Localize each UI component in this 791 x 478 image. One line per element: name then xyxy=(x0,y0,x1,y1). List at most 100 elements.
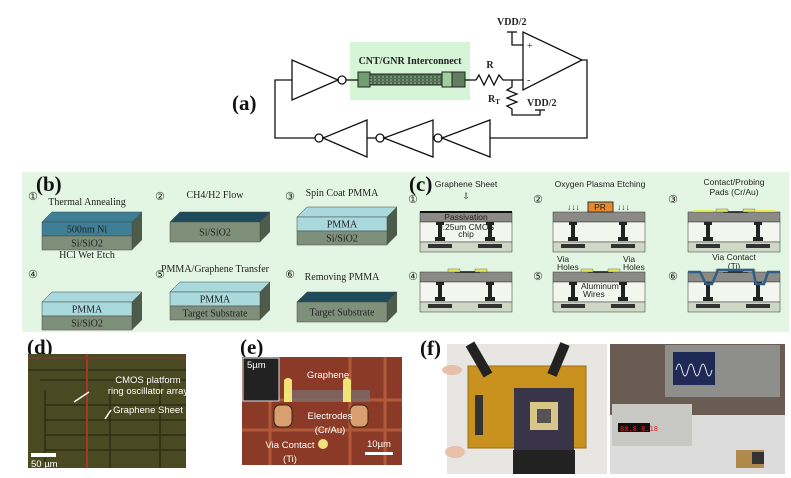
contact-pad xyxy=(447,268,461,273)
aluminum-wire xyxy=(618,282,628,301)
process-band xyxy=(22,172,789,332)
step-title: Thermal Annealing xyxy=(48,197,125,208)
process-step-1: ① Thermal Annealing 500nm Ni Si/SiO2 xyxy=(28,190,143,251)
aluminum-wire xyxy=(568,222,578,241)
substrate-layer xyxy=(419,241,513,253)
step-title-line2: (Ti) xyxy=(728,261,741,271)
sem-inset xyxy=(242,357,280,402)
slab-side xyxy=(132,292,142,330)
metal-contact xyxy=(428,304,452,308)
layer-si-sio2 xyxy=(41,235,133,251)
slab-top xyxy=(296,206,398,218)
layer-label: PMMA xyxy=(72,305,103,316)
cross-section-step-4: ④ xyxy=(408,268,513,313)
step-number: ④ xyxy=(28,268,38,281)
interconnect-highlight xyxy=(350,42,470,100)
step-title: Oxygen Plasma Etching xyxy=(555,179,646,189)
step-number: ② xyxy=(155,190,165,203)
via-contact-left xyxy=(273,404,293,428)
layer-label: Target Substrate xyxy=(310,308,375,319)
step-number: ⑥ xyxy=(668,270,678,283)
metal-contact xyxy=(696,244,720,248)
metal-contact xyxy=(428,244,452,248)
probing-pad xyxy=(755,210,775,212)
aluminum-wire xyxy=(618,222,628,241)
inverter-1 xyxy=(440,119,491,158)
oxide-layer xyxy=(552,221,646,243)
opamp xyxy=(522,30,584,92)
panel-f-label: (f) xyxy=(420,336,441,360)
aluminum-wire xyxy=(568,282,578,301)
substrate-layer xyxy=(552,301,646,313)
ti-via-contact xyxy=(688,268,780,286)
resistor-r-label: R xyxy=(486,60,494,71)
contact-pad xyxy=(607,268,621,273)
resistor-r xyxy=(475,73,523,87)
slab-top xyxy=(41,291,143,303)
metal-contact xyxy=(611,244,635,248)
oxide-layer xyxy=(687,281,781,303)
photoresist xyxy=(587,201,614,213)
annotation-graphene-sheet: Graphene Sheet xyxy=(113,405,183,416)
panel-e-micrograph: (e) 5µm Graphene Electrodes (Cr/Au) Via … xyxy=(240,335,402,465)
step-title: Graphene Sheet xyxy=(435,179,498,189)
opamp-plus: + xyxy=(527,41,533,52)
layer-label: Si/SiO2 xyxy=(199,228,231,239)
cmos-label: 0.25um CMOS xyxy=(438,222,495,232)
slab-side xyxy=(260,212,270,242)
step-title: Via Contact xyxy=(712,252,756,262)
panel-d-micrograph: (d) CMOS platform ring oscillator array … xyxy=(27,335,188,470)
resistor-rt xyxy=(505,80,541,116)
step-title-line2: Pads (Cr/Au) xyxy=(709,187,758,197)
metal-contact xyxy=(478,244,502,248)
layer-label: PMMA xyxy=(327,220,358,231)
step-title: Removing PMMA xyxy=(305,272,381,283)
step-title: Spin Coat PMMA xyxy=(306,188,380,199)
layer-label: Si/SiO2 xyxy=(326,234,358,245)
down-arrow-icon: ⇩ xyxy=(462,191,469,201)
aluminum-wire xyxy=(485,282,495,301)
aluminum-wire xyxy=(485,222,495,241)
metal-contact xyxy=(478,304,502,308)
layer-label: PMMA xyxy=(200,295,231,306)
layer-label: 500nm Ni xyxy=(67,225,108,236)
oxide-layer xyxy=(687,221,781,243)
step-number: ⑤ xyxy=(533,270,543,283)
cross-section-step-6: ⑥ Via Contact(Ti) xyxy=(668,252,781,313)
step-number: ① xyxy=(408,193,418,206)
step-number: ① xyxy=(28,190,38,203)
aluminum-wire xyxy=(703,222,713,241)
metal-contact xyxy=(746,244,770,248)
aluminum-wire xyxy=(435,222,445,241)
step-number: ② xyxy=(533,193,543,206)
cmos-label: chip xyxy=(458,229,474,239)
resistor-rt-label: RT xyxy=(488,94,500,106)
annotation-graphene: Graphene xyxy=(307,370,349,381)
via-holes-label: Via xyxy=(623,254,635,264)
scale-bar xyxy=(31,453,56,457)
layer-label: Si/SiO2 xyxy=(71,239,103,250)
graphene-strip xyxy=(290,390,370,402)
down-arrows-icon: ↓↓↓ xyxy=(617,202,630,212)
contact-pad xyxy=(580,268,594,273)
down-arrows-icon: ↓↓↓ xyxy=(567,202,580,212)
annotation-cr-au: (Cr/Au) xyxy=(315,425,346,436)
aluminum-wire xyxy=(703,282,713,301)
passivation-layer xyxy=(552,211,646,223)
aluminum-wire xyxy=(753,282,763,301)
contact-pad xyxy=(474,268,488,273)
annotation-via-contact: Via Contact xyxy=(266,440,315,451)
opamp-minus: - xyxy=(527,75,530,86)
panel-f-photos: (f) 88.8 8.18 xyxy=(420,336,785,474)
slab-top xyxy=(169,281,271,293)
step-title: Contact/Probing xyxy=(704,177,765,187)
contact-pad xyxy=(742,208,756,213)
panel-c-label: (c) xyxy=(409,172,432,196)
panel-b-label: (b) xyxy=(36,172,62,196)
via-contact-right xyxy=(349,404,369,428)
